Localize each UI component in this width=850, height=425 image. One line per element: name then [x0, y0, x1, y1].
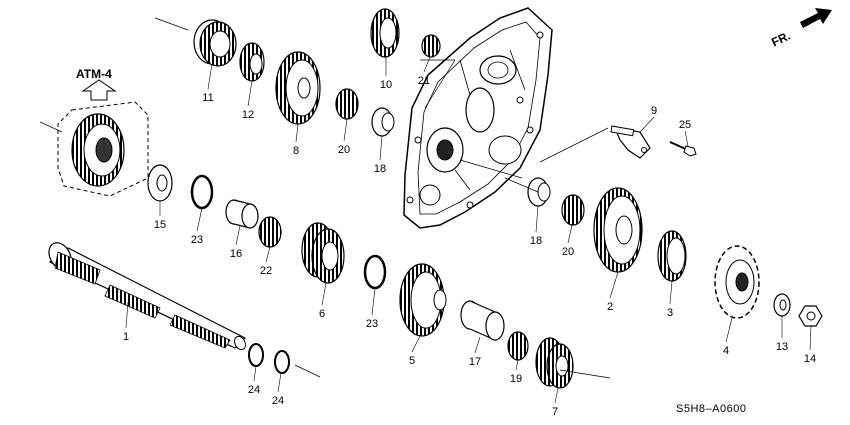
bolt-25[interactable] — [669, 141, 697, 157]
label-24-left: 24 — [248, 384, 260, 396]
label-23-upper: 23 — [191, 234, 203, 246]
snap-ring-23-lower[interactable] — [363, 254, 387, 290]
needle-bearing-22[interactable] — [258, 216, 282, 248]
needle-bearing-20-upper[interactable] — [335, 88, 359, 120]
label-21: 21 — [418, 75, 430, 87]
diagram-reference-code: S5H8–A0600 — [676, 403, 746, 415]
label-10: 10 — [380, 79, 392, 91]
needle-bearing-21[interactable] — [421, 34, 441, 58]
collar-17[interactable] — [460, 300, 505, 341]
synchro-hub-11[interactable] — [193, 19, 237, 67]
thrust-washer-15[interactable] — [147, 164, 173, 202]
gear-5[interactable] — [399, 263, 447, 337]
label-3: 3 — [667, 307, 673, 319]
nut-14[interactable] — [798, 305, 823, 327]
ring-gear-3[interactable] — [657, 230, 687, 282]
label-18-upper: 18 — [374, 163, 386, 175]
spacer-18-upper[interactable] — [371, 107, 395, 137]
shim-24-left[interactable] — [248, 343, 264, 367]
label-19: 19 — [510, 373, 522, 385]
label-6: 6 — [319, 308, 325, 320]
label-8: 8 — [293, 145, 299, 157]
snap-ring-23-upper[interactable] — [190, 174, 214, 210]
label-13: 13 — [776, 341, 788, 353]
label-1: 1 — [123, 331, 129, 343]
spacer-18-lower[interactable] — [527, 177, 551, 207]
label-7: 7 — [552, 406, 558, 418]
needle-bearing-20-lower[interactable] — [561, 194, 585, 226]
gear-12[interactable] — [239, 42, 265, 82]
gear-6[interactable] — [301, 222, 345, 284]
transmission-housing-cover — [403, 7, 553, 229]
needle-bearing-19[interactable] — [507, 331, 529, 361]
assembly-lines — [39, 17, 611, 379]
label-20-upper: 20 — [338, 144, 350, 156]
label-11: 11 — [202, 92, 213, 104]
gear-7[interactable] — [535, 337, 574, 389]
shim-24-right[interactable] — [274, 350, 290, 374]
collar-16[interactable] — [225, 199, 259, 229]
label-16: 16 — [230, 248, 242, 260]
label-22: 22 — [260, 265, 272, 277]
gear-2[interactable] — [593, 187, 643, 273]
label-14: 14 — [804, 353, 816, 365]
label-18-lower: 18 — [530, 235, 542, 247]
label-5: 5 — [409, 355, 415, 367]
washer-13[interactable] — [773, 293, 791, 317]
label-20-lower: 20 — [562, 246, 574, 258]
atm-4-callout[interactable] — [57, 79, 149, 197]
part-number-labels: 1 2 3 4 5 6 7 8 9 10 11 12 13 14 15 16 1… — [123, 75, 816, 418]
gear-8[interactable] — [275, 51, 321, 125]
label-17: 17 — [469, 356, 481, 368]
label-25: 25 — [679, 119, 691, 131]
label-12: 12 — [242, 109, 254, 121]
label-15: 15 — [154, 219, 166, 231]
label-23-lower: 23 — [366, 318, 378, 330]
gear-10[interactable] — [370, 8, 400, 58]
label-9: 9 — [651, 105, 657, 117]
leader-lines — [125, 56, 812, 404]
label-2: 2 — [607, 301, 613, 313]
atm-4-label: ATM-4 — [76, 67, 112, 81]
direction-label: FR. — [769, 29, 792, 50]
mainshaft[interactable] — [45, 239, 248, 352]
parking-gear-4[interactable] — [714, 245, 760, 319]
front-direction-indicator: FR. — [769, 8, 832, 49]
label-24-right: 24 — [272, 395, 284, 407]
label-4: 4 — [723, 345, 729, 357]
bracket-9[interactable] — [610, 125, 651, 159]
